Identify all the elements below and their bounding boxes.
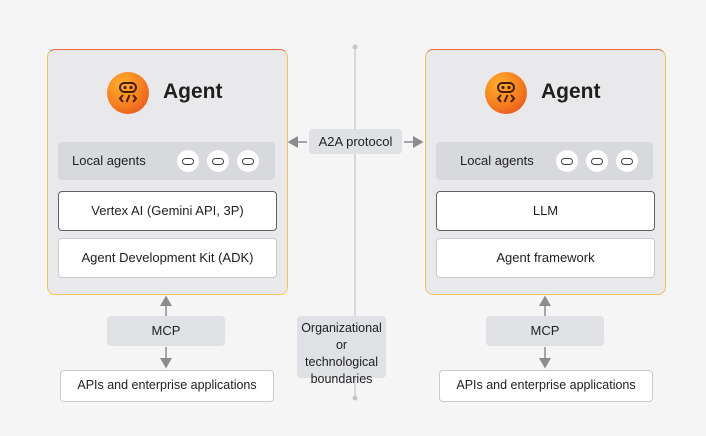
agent-card-right: Agent Local agents LLM Agent framework [425,49,666,295]
local-agent-icon [586,150,608,172]
a2a-protocol-label: A2A protocol [309,129,402,154]
model-box: Vertex AI (Gemini API, 3P) [58,191,277,231]
local-agents-row: Local agents [58,142,275,180]
boundary-divider-bottom-dot [352,395,358,401]
agent-logo-icon [485,72,527,114]
boundary-label-line: boundaries [310,372,373,386]
agent-card-left: Agent Local agents Vertex AI (Gemini API… [47,49,288,295]
agent-logo-icon [107,72,149,114]
mcp-box-right: MCP [486,316,604,346]
boundary-label-line: technological [305,355,378,369]
local-agent-icon [207,150,229,172]
local-agent-icon [177,150,199,172]
mcp-box-left: MCP [107,316,225,346]
local-agent-icon [556,150,578,172]
local-agent-icon [616,150,638,172]
local-agents-label: Local agents [72,153,146,168]
boundary-divider-top-dot [352,44,358,50]
apis-box-left: APIs and enterprise applications [60,370,274,402]
boundary-label-line: Organizational or [301,321,382,352]
agent-title: Agent [541,80,601,103]
model-box: LLM [436,191,655,231]
boundary-label: Organizational or technological boundari… [297,316,386,386]
local-agent-icon [237,150,259,172]
framework-box: Agent Development Kit (ADK) [58,238,277,278]
framework-box: Agent framework [436,238,655,278]
agent-title: Agent [163,80,223,103]
apis-box-right: APIs and enterprise applications [439,370,653,402]
local-agents-row: Local agents [436,142,653,180]
local-agents-label: Local agents [460,153,534,168]
